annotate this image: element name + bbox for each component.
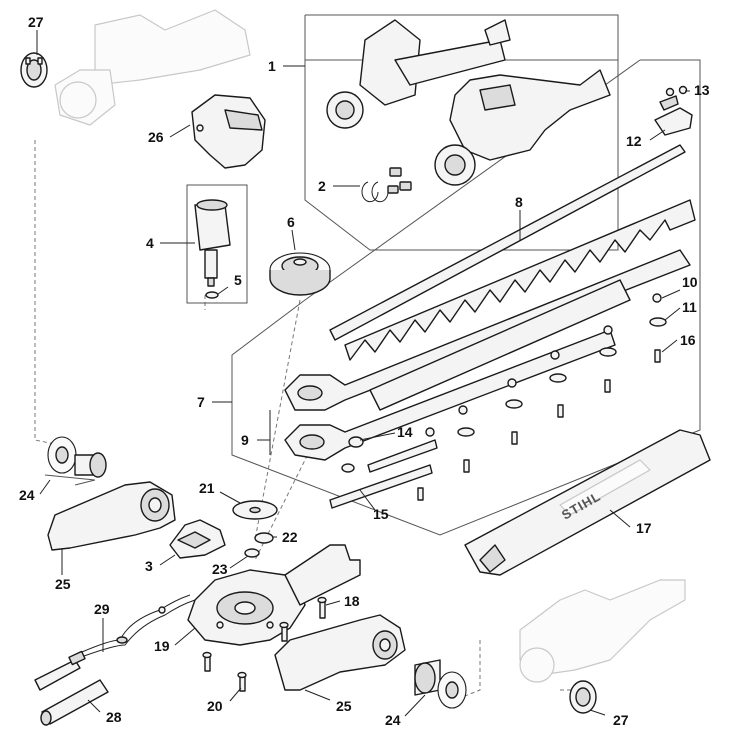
callout-14: 14 (397, 424, 413, 440)
motor-cover-26 (191, 94, 266, 169)
callout-4: 4 (146, 235, 154, 251)
callout-8: 8 (515, 194, 523, 210)
lower-blades-9 (284, 249, 691, 461)
group-frame-7 (231, 59, 701, 536)
callout-5: 5 (234, 272, 242, 288)
callout-2: 2 (318, 178, 326, 194)
cutting-blade-8 (329, 144, 696, 361)
callout-1: 1 (268, 58, 276, 74)
gearbox-housing-25-bottom (274, 614, 406, 691)
callout-24-bottom: 24 (385, 712, 401, 728)
motor-4 (186, 184, 248, 304)
clip-and-pads-2 (361, 167, 412, 203)
bracket-3 (169, 519, 226, 559)
callout-16: 16 (680, 332, 696, 348)
e-clip-22 (254, 532, 274, 544)
ghost-handle-bottom (519, 579, 686, 683)
gear-roller-24-left (44, 436, 107, 486)
callout-21: 21 (199, 480, 215, 496)
washer-21 (232, 500, 278, 520)
callout-13: 13 (694, 82, 710, 98)
blade-guard-17: STIHL (464, 429, 711, 576)
washer-23 (244, 548, 260, 558)
washer-5 (205, 291, 219, 299)
handle-housing-1 (326, 19, 611, 186)
assembly-lines (34, 140, 585, 701)
callout-27-bottom: 27 (613, 712, 629, 728)
end-cap-27-top (20, 52, 48, 88)
end-cap-27-bottom (569, 680, 597, 714)
gear-housing-19 (187, 544, 361, 646)
callout-18: 18 (344, 593, 360, 609)
callout-22: 22 (282, 529, 298, 545)
callout-7: 7 (197, 394, 205, 410)
callout-11: 11 (682, 299, 697, 315)
callout-19: 19 (154, 638, 170, 654)
callout-24-left: 24 (19, 487, 35, 503)
callout-27: 27 (28, 14, 44, 30)
callout-26: 26 (148, 129, 164, 145)
callout-29: 29 (94, 601, 110, 617)
ghost-handle-top (54, 9, 251, 126)
small-hardware (341, 85, 688, 501)
leader-lines (36, 30, 690, 717)
callout-23: 23 (212, 561, 228, 577)
gear-roller-24-bottom (414, 659, 467, 709)
strips-15 (329, 439, 438, 509)
callout-12: 12 (626, 133, 642, 149)
gearbox-housing-25-left (47, 481, 176, 551)
cable-switch-29 (34, 594, 196, 691)
callout-labels: 27 26 1 2 4 5 6 7 8 9 10 11 12 13 14 15 … (19, 14, 710, 728)
screws-18-20 (202, 596, 327, 692)
blade-clip-12 (654, 95, 693, 136)
callout-10: 10 (682, 274, 698, 290)
gear-6 (269, 252, 331, 296)
callout-15: 15 (373, 506, 389, 522)
callout-20: 20 (207, 698, 223, 714)
callout-17: 17 (636, 520, 652, 536)
tube-28 (40, 679, 109, 726)
callout-28: 28 (106, 709, 122, 725)
callout-25-left: 25 (55, 576, 71, 592)
callout-9: 9 (241, 432, 249, 448)
callout-25-bottom: 25 (336, 698, 352, 714)
callout-3: 3 (145, 558, 153, 574)
callout-6: 6 (287, 214, 295, 230)
